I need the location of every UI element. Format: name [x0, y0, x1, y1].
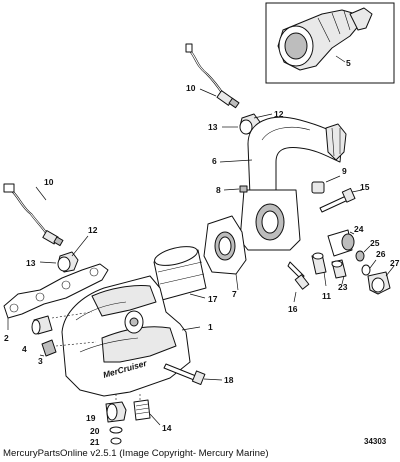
callout-26: 26 [376, 249, 386, 259]
callout-20: 20 [90, 426, 100, 436]
elbow-gasket [203, 215, 247, 291]
callout-16: 16 [288, 304, 298, 314]
plug-left [39, 235, 89, 273]
bolt-manifold [163, 363, 223, 386]
callout-25: 25 [370, 238, 380, 248]
fittings-right [287, 229, 395, 303]
small-parts-right [223, 175, 363, 213]
exhaust-elbow [219, 116, 347, 251]
callout-18: 18 [224, 375, 234, 385]
callout-9: 9 [342, 166, 347, 176]
callout-8: 8 [216, 185, 221, 195]
drain-fittings [105, 394, 161, 445]
callout-5: 5 [346, 58, 351, 68]
callout-21: 21 [90, 437, 100, 447]
callout-17: 17 [208, 294, 218, 304]
figure-number: 34303 [364, 437, 387, 446]
oxygen-sensor-left [3, 183, 64, 247]
callout-13-left: 13 [26, 258, 36, 268]
callout-11: 11 [322, 291, 331, 301]
callout-14: 14 [162, 423, 172, 433]
callout-13-upper: 13 [208, 122, 218, 132]
callout-labels: 5 10 12 13 6 9 10 8 15 12 24 25 26 13 27… [4, 58, 400, 447]
callout-7: 7 [232, 289, 237, 299]
inset-part-5 [265, 2, 395, 84]
exhaust-manifold: MerCruiser [61, 275, 201, 397]
callout-24: 24 [354, 224, 364, 234]
callout-10-left: 10 [44, 177, 54, 187]
callout-10-upper: 10 [186, 83, 196, 93]
sleeve [153, 246, 207, 301]
callout-4: 4 [22, 344, 27, 354]
callout-12-upper: 12 [274, 109, 284, 119]
manifold-gasket [3, 263, 109, 330]
callout-12-left: 12 [88, 225, 98, 235]
fittings-left [31, 311, 97, 357]
callout-23: 23 [338, 282, 348, 292]
callout-27: 27 [390, 258, 400, 268]
image-credit: MercuryPartsOnline v2.5.1 (Image Copyrig… [3, 448, 269, 459]
oxygen-sensor-upper [185, 43, 240, 109]
callout-15: 15 [360, 182, 370, 192]
callout-1: 1 [208, 322, 213, 332]
callout-3: 3 [38, 356, 43, 366]
callout-2: 2 [4, 333, 9, 343]
callout-6: 6 [212, 156, 217, 166]
callout-19: 19 [86, 413, 96, 423]
